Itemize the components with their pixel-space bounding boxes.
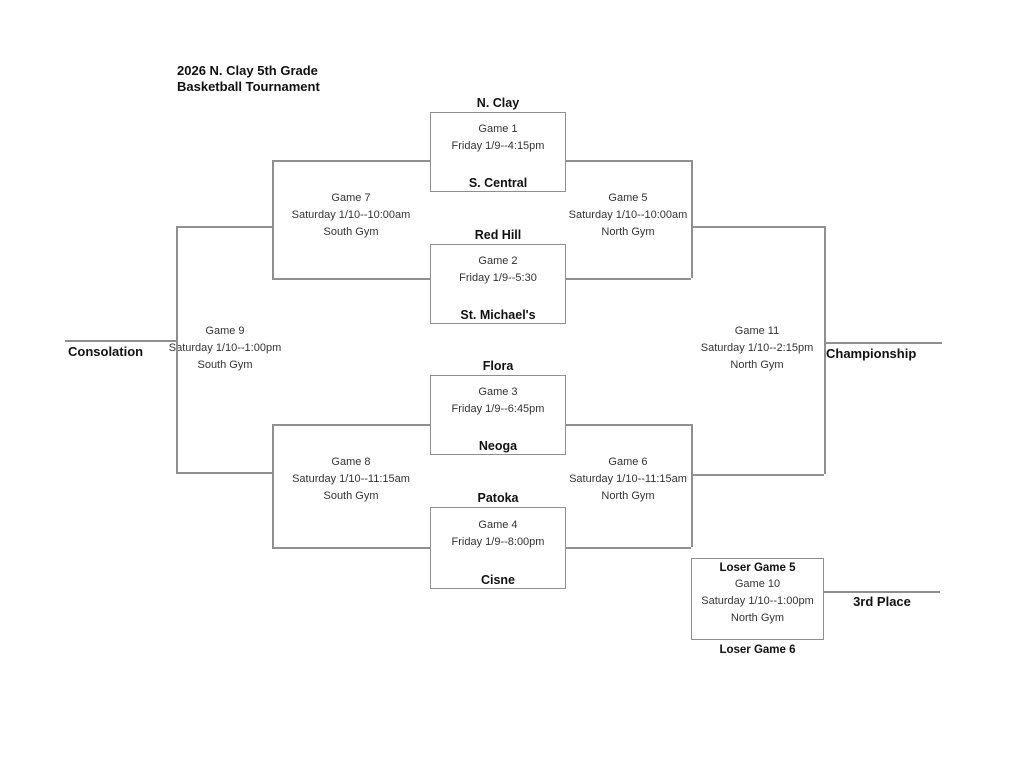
game-4-label: Game 4 (478, 519, 518, 531)
game-1-schedule: Friday 1/9--4:15pm (451, 140, 545, 152)
connector-game8-winner (176, 472, 272, 474)
game-10-top-seed: Loser Game 5 (719, 562, 796, 574)
game-5-schedule: Saturday 1/10--10:00am (568, 209, 688, 221)
game-7-venue: South Gym (323, 226, 379, 238)
game-7-schedule: Saturday 1/10--10:00am (291, 209, 411, 221)
game-3-label: Game 3 (478, 386, 518, 398)
game-11-schedule: Saturday 1/10--2:15pm (700, 342, 814, 354)
third-place-label: 3rd Place (853, 594, 911, 609)
game-2-schedule: Friday 1/9--5:30 (459, 272, 537, 284)
third-place-winner-line (824, 591, 940, 593)
game-5-label: Game 5 (608, 192, 648, 204)
bracket-game11-vertical (824, 226, 826, 474)
game-2-label: Game 2 (478, 255, 518, 267)
game-10-label: Game 10 (734, 578, 781, 590)
game-1-top-team: N. Clay (476, 96, 520, 110)
game-8-venue: South Gym (323, 490, 379, 502)
game-10-box (691, 558, 824, 640)
game-1-bottom-team: S. Central (468, 176, 528, 190)
connector-game5-winner (691, 226, 824, 228)
game-5-venue: North Gym (601, 226, 655, 238)
connector-game1-left (272, 160, 430, 162)
connector-game1-right (566, 160, 691, 162)
bracket-game9-vertical (176, 226, 178, 472)
game-6-label: Game 6 (608, 456, 648, 468)
game-11-venue: North Gym (730, 359, 784, 371)
game-6-schedule: Saturday 1/10--11:15am (569, 473, 687, 485)
consolation-label: Consolation (68, 344, 144, 359)
tournament-title: 2026 N. Clay 5th Grade Basketball Tourna… (177, 63, 320, 95)
game-4-bottom-team: Cisne (480, 573, 516, 587)
game-3-top-team: Flora (482, 359, 514, 373)
game-7-info: Game 7 Saturday 1/10--10:00am South Gym (271, 190, 431, 241)
connector-game2-right (566, 278, 691, 280)
tournament-title-line2: Basketball Tournament (177, 79, 320, 94)
game-2-box (430, 244, 566, 324)
game-3-schedule: Friday 1/9--6:45pm (451, 403, 545, 415)
game-9-venue: South Gym (197, 359, 253, 371)
game-4-box (430, 507, 566, 589)
game-3-box (430, 375, 566, 455)
connector-game3-right (566, 424, 691, 426)
championship-winner-line (824, 342, 942, 344)
game-5-info: Game 5 Saturday 1/10--10:00am North Gym (548, 190, 708, 241)
game-7-label: Game 7 (331, 192, 371, 204)
connector-game4-right (566, 547, 691, 549)
bracket-game6-vertical (691, 424, 693, 547)
championship-label: Championship (826, 346, 917, 361)
game-4-top-team: Patoka (477, 491, 519, 505)
bracket-game5-vertical (691, 160, 693, 278)
game-10-venue: North Gym (730, 612, 785, 624)
bracket-game8-vertical (272, 424, 274, 547)
game-8-label: Game 8 (331, 456, 371, 468)
game-11-info: Game 11 Saturday 1/10--2:15pm North Gym (677, 323, 837, 374)
connector-game4-left (272, 547, 430, 549)
game-8-info: Game 8 Saturday 1/10--11:15am South Gym (271, 454, 431, 505)
connector-game3-left (272, 424, 430, 426)
game-1-box (430, 112, 566, 192)
game-9-label: Game 9 (205, 325, 245, 337)
connector-game2-left (272, 278, 430, 280)
connector-game7-winner (176, 226, 272, 228)
game-9-schedule: Saturday 1/10--1:00pm (168, 342, 282, 354)
game-10-schedule: Saturday 1/10--1:00pm (701, 595, 814, 607)
game-6-info: Game 6 Saturday 1/10--11:15am North Gym (548, 454, 708, 505)
connector-game6-winner (691, 474, 824, 476)
game-8-schedule: Saturday 1/10--11:15am (292, 473, 410, 485)
game-1-label: Game 1 (478, 123, 518, 135)
game-9-info: Game 9 Saturday 1/10--1:00pm South Gym (145, 323, 305, 374)
game-2-bottom-team: St. Michael's (460, 308, 536, 322)
game-11-label: Game 11 (734, 325, 780, 337)
game-10-bottom-seed: Loser Game 6 (719, 644, 796, 656)
bracket-game7-vertical (272, 160, 274, 278)
game-6-venue: North Gym (601, 490, 655, 502)
consolation-winner-line (65, 340, 176, 342)
game-3-bottom-team: Neoga (478, 439, 518, 453)
game-2-top-team: Red Hill (474, 228, 522, 242)
tournament-title-line1: 2026 N. Clay 5th Grade (177, 63, 318, 78)
game-4-schedule: Friday 1/9--8:00pm (451, 536, 545, 548)
